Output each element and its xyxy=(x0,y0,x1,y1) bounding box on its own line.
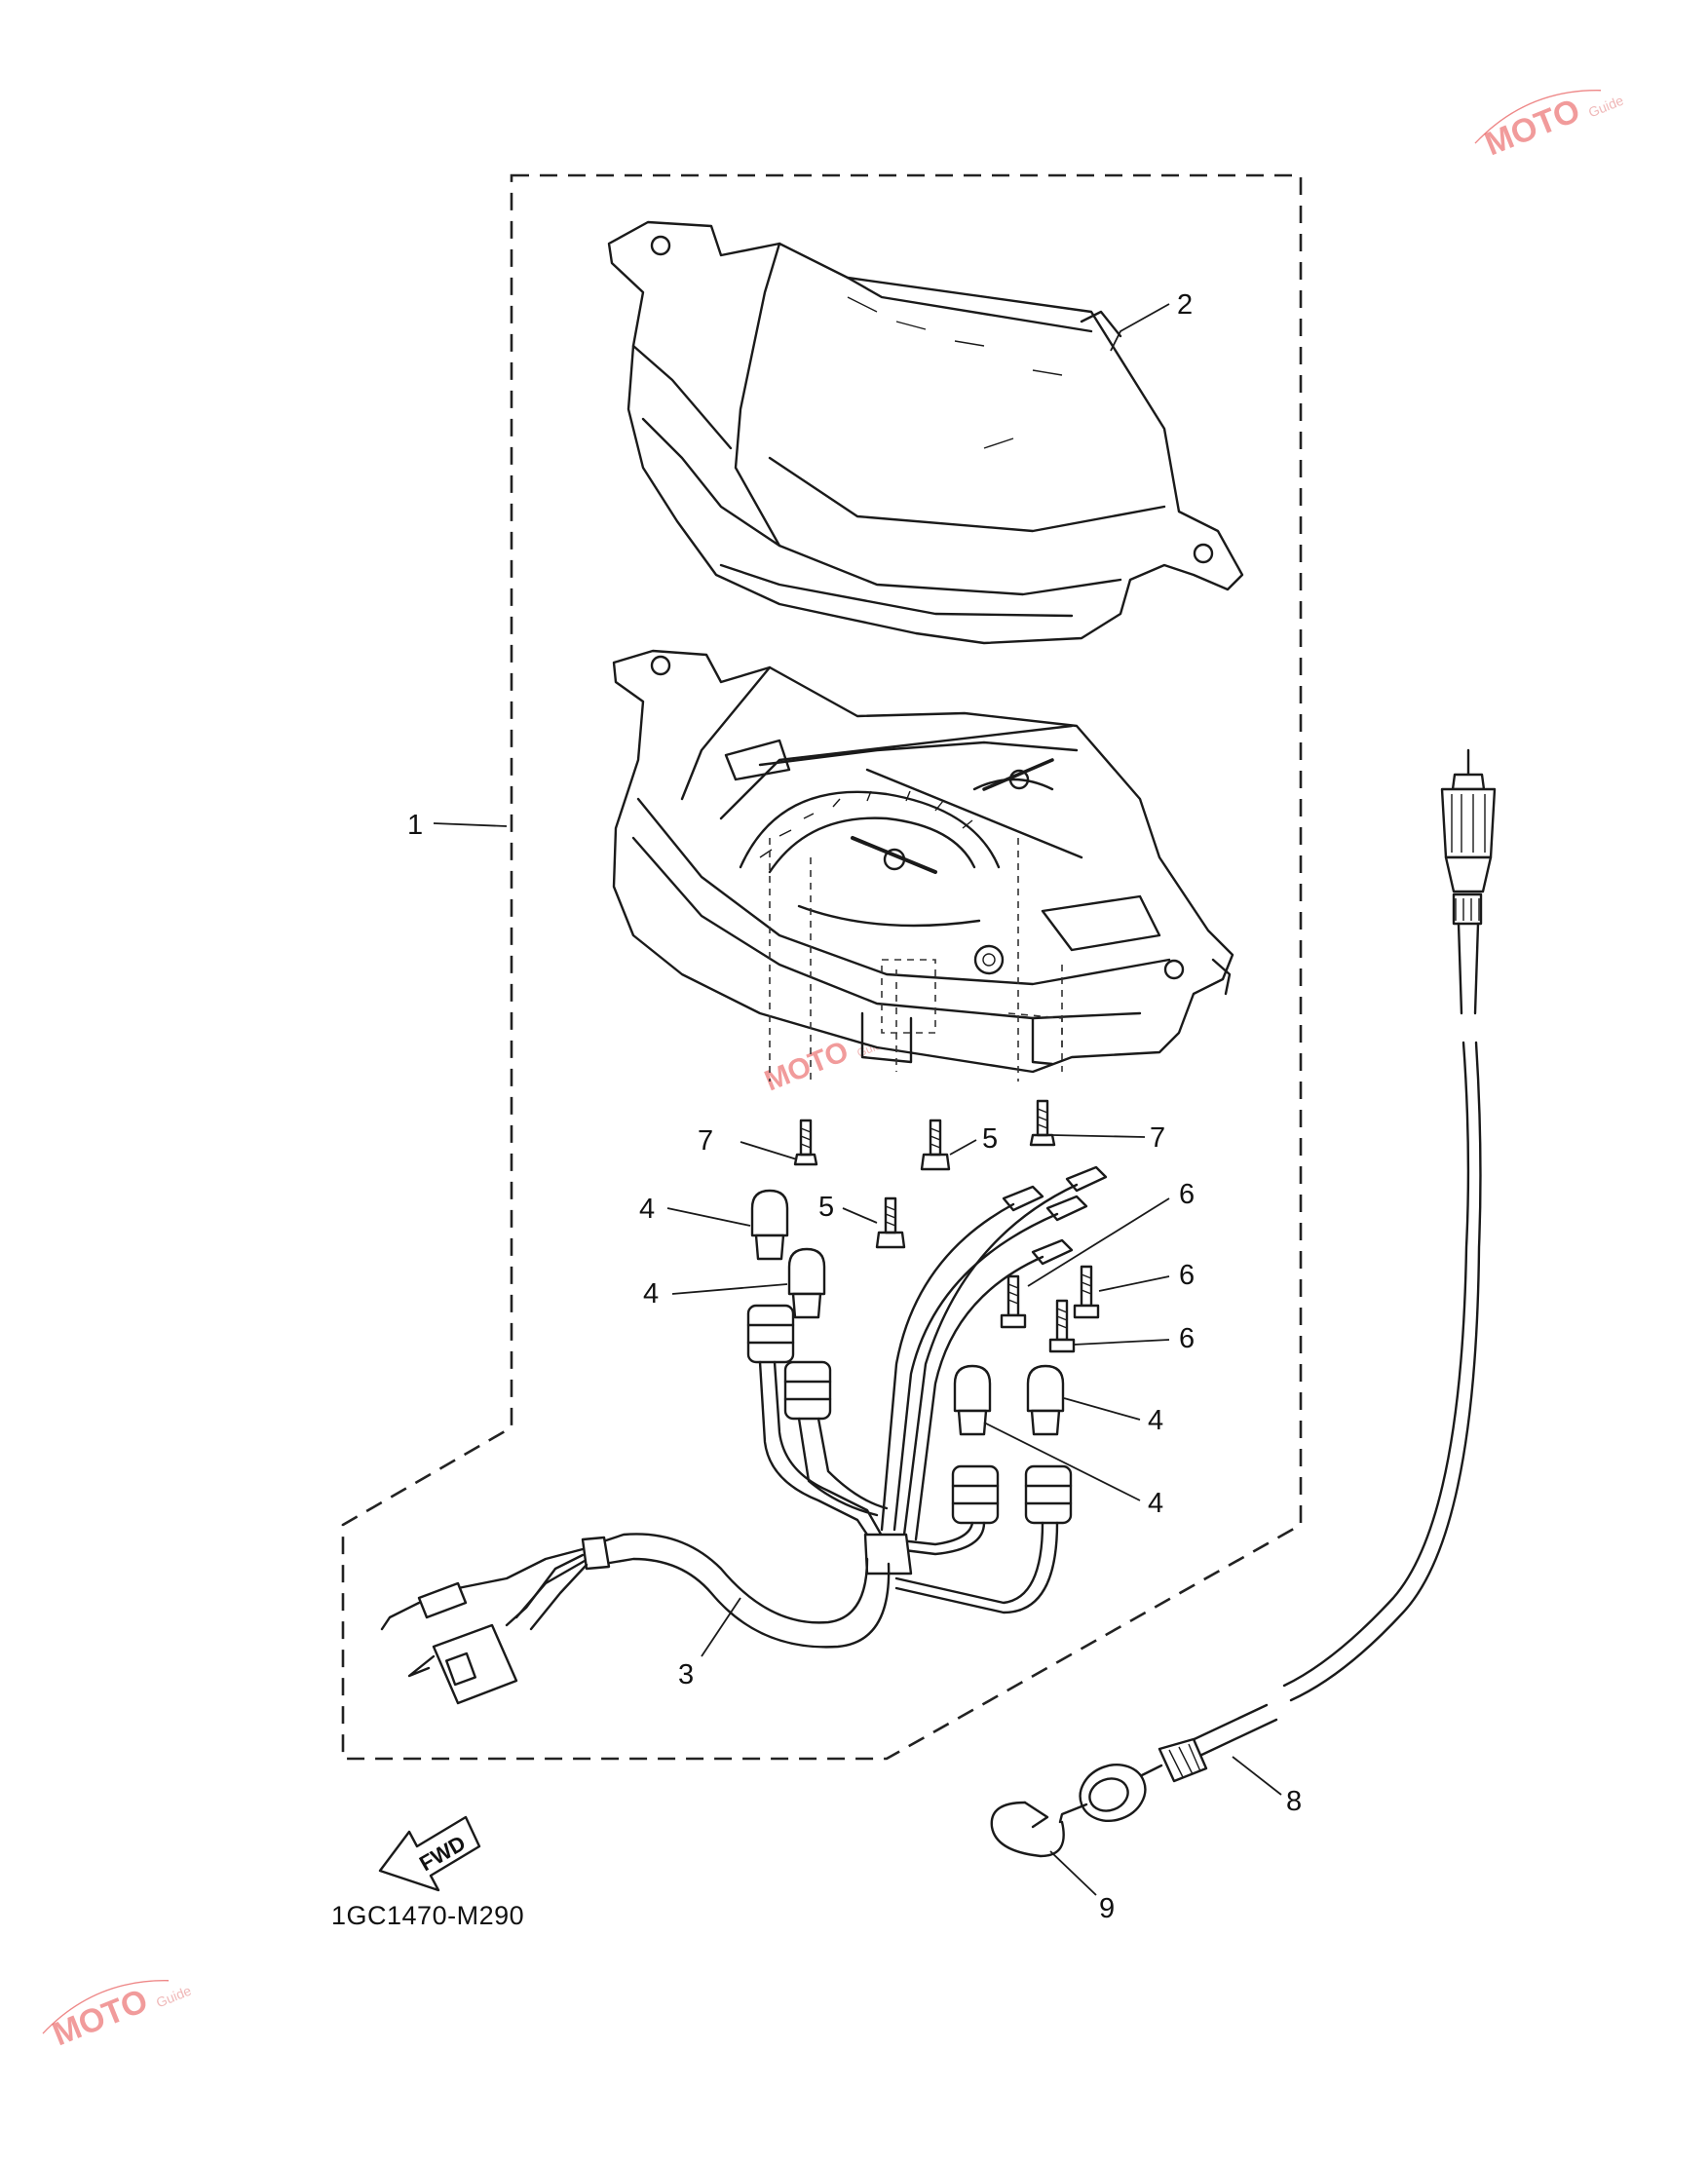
callout-6: 6 xyxy=(1179,1179,1195,1210)
callout-4: 4 xyxy=(639,1194,655,1225)
screw-6-set xyxy=(1000,1265,1100,1353)
callout-4: 4 xyxy=(643,1278,659,1310)
leader-lines xyxy=(433,303,1282,1896)
callout-4: 4 xyxy=(1148,1488,1163,1519)
meter-assembly xyxy=(612,649,1234,1082)
bulb-4-a xyxy=(750,1189,789,1261)
callout-7: 7 xyxy=(698,1125,713,1157)
svg-text:MOTO: MOTO xyxy=(760,1035,853,1097)
svg-text:Guide: Guide xyxy=(1586,93,1626,121)
callout-4: 4 xyxy=(1148,1405,1163,1436)
assembly-boundary xyxy=(341,173,1303,1761)
callout-9: 9 xyxy=(1099,1893,1115,1924)
callout-8: 8 xyxy=(1286,1786,1302,1817)
callout-6: 6 xyxy=(1179,1260,1195,1291)
bulb-4-c xyxy=(953,1364,992,1436)
meter-cover xyxy=(607,220,1244,645)
speedometer-cable xyxy=(1058,748,1497,1824)
svg-text:Guide: Guide xyxy=(154,1983,194,2011)
callout-6: 6 xyxy=(1179,1323,1195,1354)
callout-5: 5 xyxy=(818,1192,834,1223)
part-code: 1GC1470-M290 xyxy=(331,1901,524,1930)
fwd-arrow: FWD xyxy=(378,1815,481,1892)
callout-5: 5 xyxy=(982,1123,998,1155)
wire-harness xyxy=(380,1183,1079,1705)
screw-7-right xyxy=(1029,1099,1056,1147)
callout-7: 7 xyxy=(1150,1122,1165,1154)
callout-3: 3 xyxy=(678,1659,694,1690)
screw-5-lower xyxy=(875,1196,906,1249)
callouts: 1 2 3 4 4 4 4 5 5 6 6 6 7 7 8 9 xyxy=(407,289,1302,1924)
watermark-top-right: MOTO Guide xyxy=(1474,90,1626,163)
screw-5-upper xyxy=(920,1119,951,1171)
bulb-sockets xyxy=(746,1304,1073,1525)
callout-1: 1 xyxy=(407,810,423,841)
callout-2: 2 xyxy=(1177,289,1193,321)
bulb-4-d xyxy=(1026,1364,1065,1436)
cable-clip xyxy=(990,1801,1065,1858)
screw-7-left xyxy=(793,1119,818,1166)
bulb-4-b xyxy=(787,1247,826,1319)
watermark-bottom-left: MOTO Guide xyxy=(42,1980,194,2053)
